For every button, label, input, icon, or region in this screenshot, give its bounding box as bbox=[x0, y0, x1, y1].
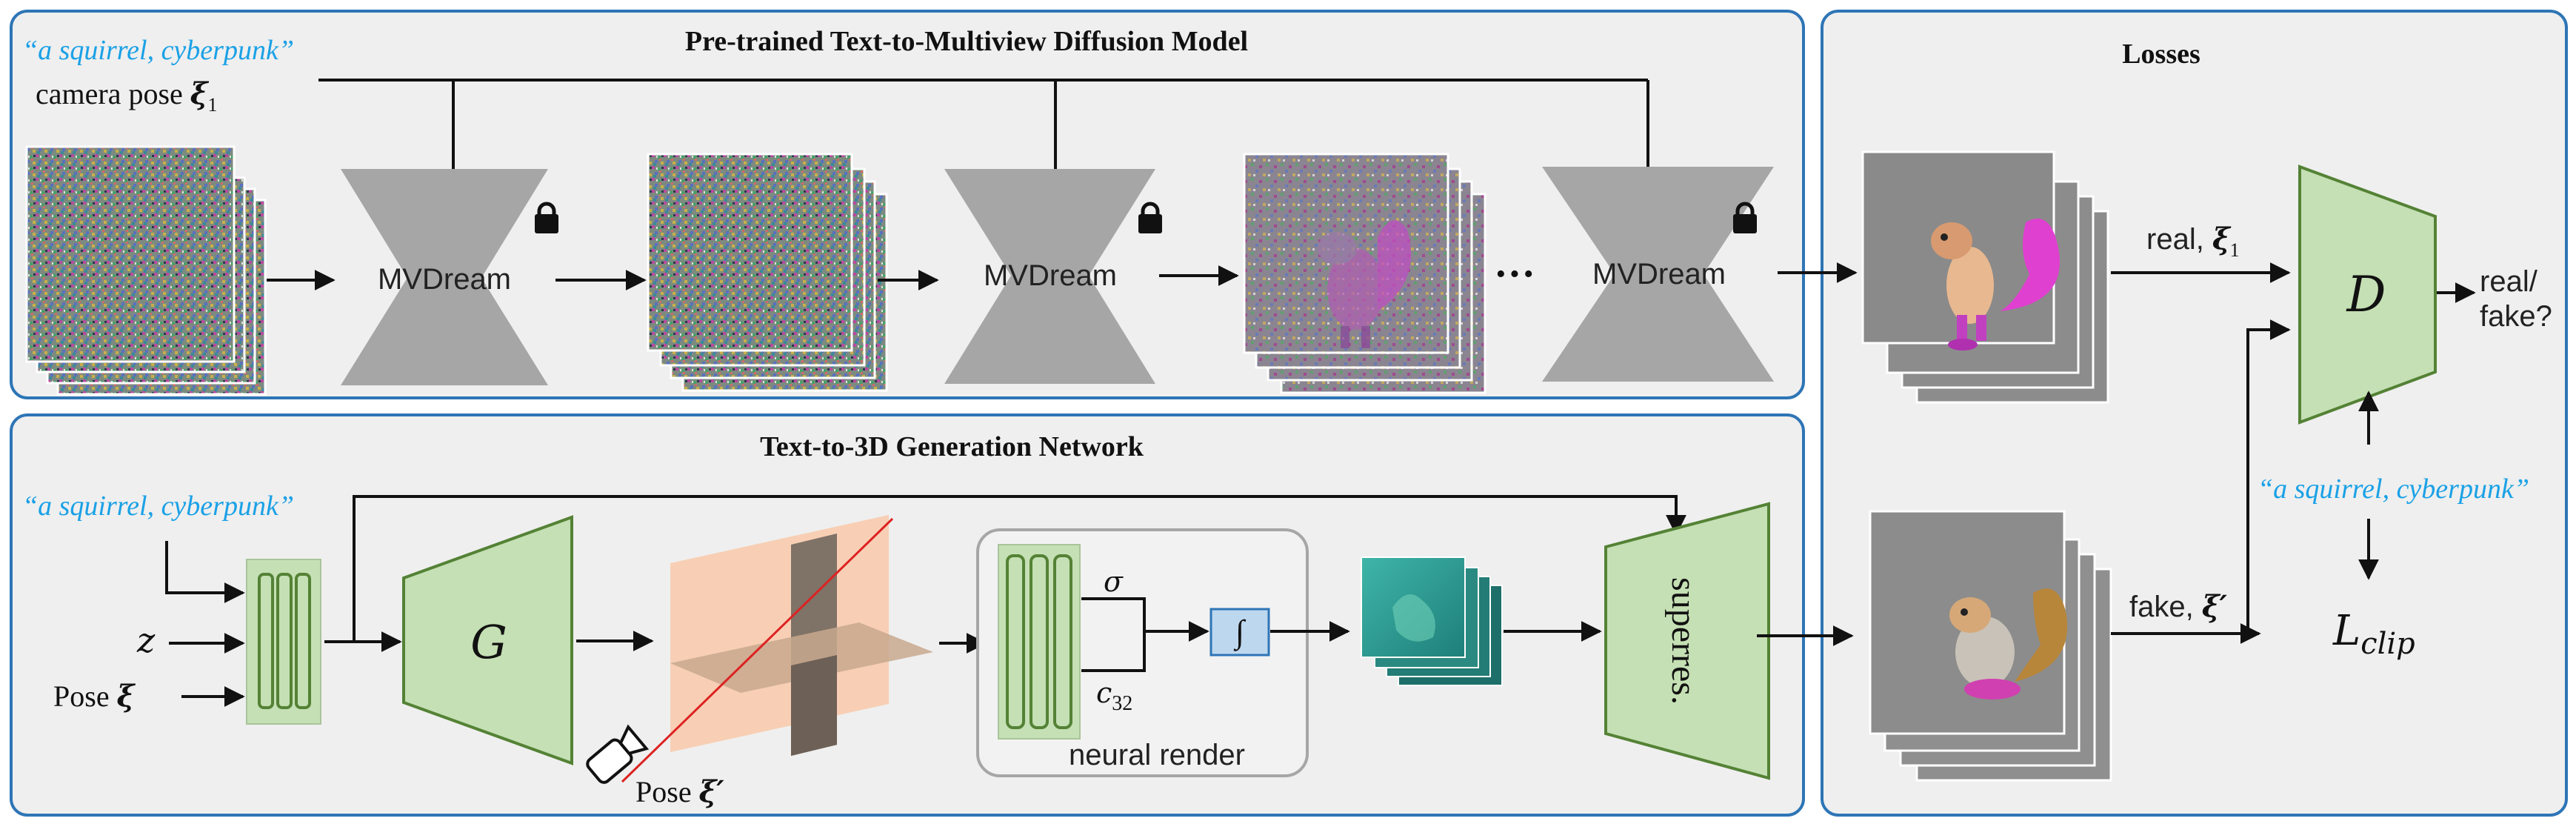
lock-icon bbox=[1733, 202, 1757, 233]
fake-squirrel bbox=[1949, 588, 2068, 700]
fake-branch-lines bbox=[2111, 319, 2291, 644]
losses-panel-title: Losses bbox=[2122, 39, 2200, 70]
discriminator-label: D bbox=[2346, 266, 2386, 323]
encoder-input-lines bbox=[165, 541, 245, 707]
sigma-label: σ bbox=[1104, 565, 1124, 598]
lock-icon bbox=[535, 202, 558, 233]
pose-label: Pose ξ bbox=[53, 679, 136, 714]
mvdream-label-1: MVDream bbox=[378, 263, 511, 296]
bottom-panel-title: Text-to-3D Generation Network bbox=[760, 431, 1144, 462]
generator-label: G bbox=[470, 615, 507, 669]
mvdream-label-2: MVDream bbox=[984, 259, 1117, 292]
noise-image-stack-3 bbox=[1243, 153, 1486, 394]
clip-loss-label: Lclip bbox=[2332, 607, 2415, 661]
camera-pose-label-bottom: Pose ξ′ bbox=[635, 774, 724, 809]
ellipsis: ··· bbox=[1494, 251, 1535, 297]
top-panel-title: Pre-trained Text-to-Multiview Diffusion … bbox=[685, 26, 1248, 57]
real-fake-output-line2: fake? bbox=[2480, 300, 2552, 333]
faint-squirrel-silhouette bbox=[1318, 220, 1411, 348]
noise-image-stack-1 bbox=[25, 145, 267, 396]
lock-icon bbox=[1138, 202, 1162, 233]
bottom-prompt-text: “a squirrel, cyberpunk” bbox=[22, 491, 294, 522]
real-squirrel bbox=[1931, 219, 2060, 350]
mvdream-block-1: MVDream bbox=[341, 169, 558, 385]
color-feature-label: c32 bbox=[1096, 677, 1132, 715]
losses-prompt-text: “a squirrel, cyberpunk” bbox=[2258, 474, 2529, 505]
triplane-3d bbox=[621, 515, 933, 783]
generator-block: G bbox=[402, 515, 573, 765]
top-panel bbox=[10, 10, 1805, 399]
superres-block: superres. bbox=[1604, 502, 1770, 780]
neural-render-label: neural render bbox=[1069, 739, 1245, 771]
fake-label: fake, ξ′ bbox=[2129, 589, 2228, 624]
superres-label: superres. bbox=[1664, 577, 1704, 705]
top-prompt-text: “a squirrel, cyberpunk” bbox=[22, 35, 294, 66]
discriminator-block: D bbox=[2298, 165, 2437, 425]
neural-render-box: σ c32 ∫ neural render bbox=[976, 528, 1309, 777]
real-fake-output-line1: real/ bbox=[2480, 265, 2538, 298]
real-label: real, ξ1 bbox=[2146, 222, 2240, 261]
z-label: z bbox=[136, 620, 156, 660]
camera-icon bbox=[586, 724, 650, 784]
feature-image-stack bbox=[1361, 556, 1503, 686]
mvdream-block-3: MVDream bbox=[1542, 167, 1774, 382]
mapping-to-generator-lines bbox=[324, 495, 1686, 652]
integral-block bbox=[1209, 608, 1270, 657]
real-image-stack bbox=[1861, 150, 2109, 404]
noise-image-stack-2 bbox=[647, 153, 888, 392]
mvdream-label-3: MVDream bbox=[1592, 258, 1726, 290]
mvdream-block-2: MVDream bbox=[944, 169, 1162, 384]
integral-label: ∫ bbox=[1233, 614, 1247, 651]
mapping-network-block bbox=[246, 559, 321, 725]
fake-image-stack bbox=[1869, 510, 2112, 782]
camera-pose-label: camera pose ξ1 bbox=[36, 76, 217, 116]
